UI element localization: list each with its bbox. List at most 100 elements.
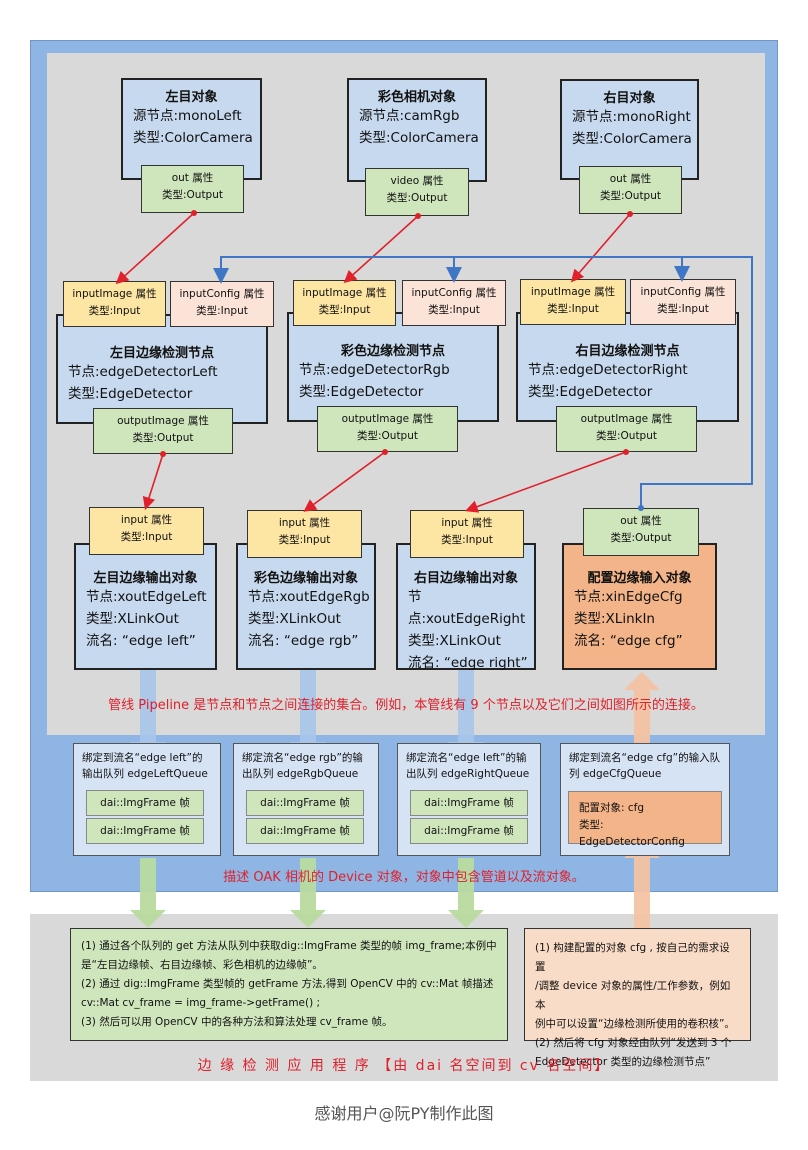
stream-arrow-left [140, 670, 156, 742]
node-line: 类型:ColorCamera [359, 130, 479, 146]
prop-name: out 属性 [620, 515, 662, 527]
info-line: (2) 然后将 cfg 对象经由队列“发送到 3 个 [535, 1037, 732, 1049]
xlink-out-right-input-prop: input 属性 类型:Input [410, 510, 524, 558]
xlink-in-cfg: 配置边缘输入对象 节点:xinEdgeCfg 类型:XLinkIn 流名: “e… [562, 543, 717, 670]
prop-type: 类型:Input [318, 304, 371, 316]
imgframe-item: dai::ImgFrame 帧 [246, 790, 364, 816]
info-line: /调整 device 对象的属性/工作参数，例如本 [535, 980, 731, 1011]
detector-left-output-prop: outputImage 属性 类型:Output [93, 408, 233, 454]
prop-type: 类型:Input [196, 305, 248, 317]
credit-text: 感谢用户@阮PY制作此图 [314, 1104, 494, 1123]
source-rgb-out-prop: video 属性 类型:Output [365, 168, 469, 216]
node-line: 类型:ColorCamera [572, 131, 692, 147]
detector-left-inputimage-prop: inputImage 属性 类型:Input [63, 281, 166, 327]
node-line: 类型:EdgeDetector [68, 386, 193, 402]
detector-rgb-inputconfig-prop: inputConfig 属性 类型:Input [402, 280, 506, 326]
cfg-queue-arrow [634, 858, 650, 928]
link-camrgb-to-detector [343, 215, 419, 284]
prop-name: inputConfig 属性 [411, 287, 497, 299]
prop-type: 类型:Input [441, 534, 493, 546]
node-line: 节点:edgeDetectorLeft [68, 364, 218, 380]
prop-type: 类型:Input [657, 303, 709, 315]
queue-label: 绑定到流名“edge cfg”的输入队 [569, 752, 721, 764]
host-processing-info: (1) 通过各个队列的 get 方法从队列中获取dig::ImgFrame 类型… [70, 928, 508, 1041]
prop-name: outputImage 属性 [117, 415, 209, 427]
node-line: 源节点:camRgb [359, 108, 460, 124]
queue-label: 输出队列 edgeLeftQueue [82, 768, 208, 780]
node-line: 节点:xoutEdgeLeft [86, 589, 207, 605]
queue-label: 绑定流名“edge left”的输 [406, 752, 527, 764]
node-line: 流名: “edge left” [86, 633, 196, 649]
frame-arrow-left [140, 858, 156, 910]
prop-type: 类型:Output [356, 430, 418, 442]
detector-node-right: 右目边缘检测节点 节点:edgeDetectorRight 类型:EdgeDet… [516, 312, 739, 422]
config-bus-left [213, 256, 753, 508]
prop-name: inputImage 属性 [302, 287, 387, 299]
source-node-left: 左目对象 源节点:monoLeft 类型:ColorCamera [121, 78, 262, 180]
device-caption: 描述 OAK 相机的 Device 对象，对象中包含管道以及流对象。 [223, 870, 585, 885]
detector-right-output-prop: outputImage 属性 类型:Output [556, 406, 697, 452]
node-title: 左目边缘检测节点 [109, 346, 214, 361]
imgframe-item: dai::ImgFrame 帧 [246, 818, 364, 844]
node-line: 类型:XLinkOut [248, 611, 341, 627]
prop-type: 类型:Input [547, 303, 599, 315]
prop-name: input 属性 [120, 514, 173, 526]
node-line: 节点:xoutEdgeRight [408, 589, 526, 627]
queue-label: 绑定流名“edge rgb”的输 [242, 752, 363, 764]
link-detector-right-to-xout [464, 451, 627, 513]
node-title: 彩色边缘输出对象 [253, 571, 358, 586]
node-title: 左目对象 [165, 90, 218, 105]
info-line: (3) 然后可以用 OpenCV 中的各种方法和算法处理 cv_frame 帧。 [81, 1016, 393, 1028]
frame-arrow-rgb [300, 858, 316, 910]
imgframe-item: dai::ImgFrame 帧 [410, 818, 528, 844]
node-title: 右目对象 [603, 91, 656, 106]
node-line: 节点:edgeDetectorRight [528, 362, 688, 378]
node-line: 类型:XLinkOut [408, 633, 501, 649]
xlink-out-rgb-input-prop: input 属性 类型:Input [247, 510, 362, 558]
node-line: 类型:EdgeDetector [299, 384, 424, 400]
source-node-rgb: 彩色相机对象 源节点:camRgb 类型:ColorCamera [347, 78, 487, 182]
xlink-out-left: 左目边缘输出对象 节点:xoutEdgeLeft 类型:XLinkOut 流名:… [74, 543, 217, 670]
prop-name: inputConfig 属性 [179, 288, 265, 300]
imgframe-item: dai::ImgFrame 帧 [86, 790, 204, 816]
imgframe-item: dai::ImgFrame 帧 [86, 818, 204, 844]
xlink-out-right: 右目边缘输出对象 节点:xoutEdgeRight 类型:XLinkOut 流名… [396, 543, 536, 671]
node-line: 节点:xinEdgeCfg [574, 589, 683, 605]
xlink-in-cfg-out-prop: out 属性 类型:Output [583, 508, 699, 556]
prop-name: video 属性 [390, 175, 444, 187]
detector-right-inputconfig-prop: inputConfig 属性 类型:Input [630, 279, 736, 325]
stream-arrow-right [458, 670, 474, 742]
config-info: (1) 构建配置的对象 cfg , 按自己的需求设置 /调整 device 对象… [524, 928, 751, 1068]
prop-name: input 属性 [441, 517, 493, 529]
prop-name: inputImage 属性 [530, 286, 616, 298]
node-line: 节点:xoutEdgeRgb [248, 589, 370, 605]
frame-arrow-left-head [130, 910, 166, 928]
config-label: 配置对象: cfg [579, 802, 645, 814]
info-line: (1) 通过各个队列的 get 方法从队列中获取dig::ImgFrame 类型… [81, 940, 497, 952]
queue-label: 绑定到流名“edge left”的 [82, 752, 203, 764]
node-line: 类型:XLinkIn [574, 611, 655, 627]
info-line: cv::Mat cv_frame = img_frame->getFrame()… [81, 997, 321, 1009]
prop-name: inputConfig 属性 [640, 286, 726, 298]
info-line: (1) 构建配置的对象 cfg , 按自己的需求设置 [535, 942, 730, 973]
prop-name: outputImage 属性 [341, 413, 434, 425]
node-title: 左目边缘输出对象 [93, 571, 198, 586]
prop-type: 类型:Output [132, 432, 194, 444]
node-line: 流名: “edge rgb” [248, 633, 359, 649]
node-title: 彩色边缘检测节点 [340, 344, 445, 359]
node-title: 彩色相机对象 [377, 90, 456, 105]
info-line: EdgeDetector 类型的边缘检测节点” [535, 1056, 711, 1068]
frame-arrow-right [458, 858, 474, 910]
source-node-right: 右目对象 源节点:monoRight 类型:ColorCamera [560, 79, 699, 180]
node-line: 流名: “edge right” [408, 655, 528, 671]
queue-label: 出队列 edgeRightQueue [406, 768, 530, 780]
link-monoleft-to-detector [115, 212, 195, 285]
prop-type: 类型:Output [595, 430, 657, 442]
node-title: 配置边缘输入对象 [587, 571, 692, 586]
node-line: 流名: “edge cfg” [574, 633, 683, 649]
stream-arrow-rgb [300, 670, 316, 742]
prop-name: inputImage 属性 [72, 288, 157, 300]
prop-name: out 属性 [171, 172, 214, 184]
prop-type: 类型:Output [610, 532, 672, 544]
